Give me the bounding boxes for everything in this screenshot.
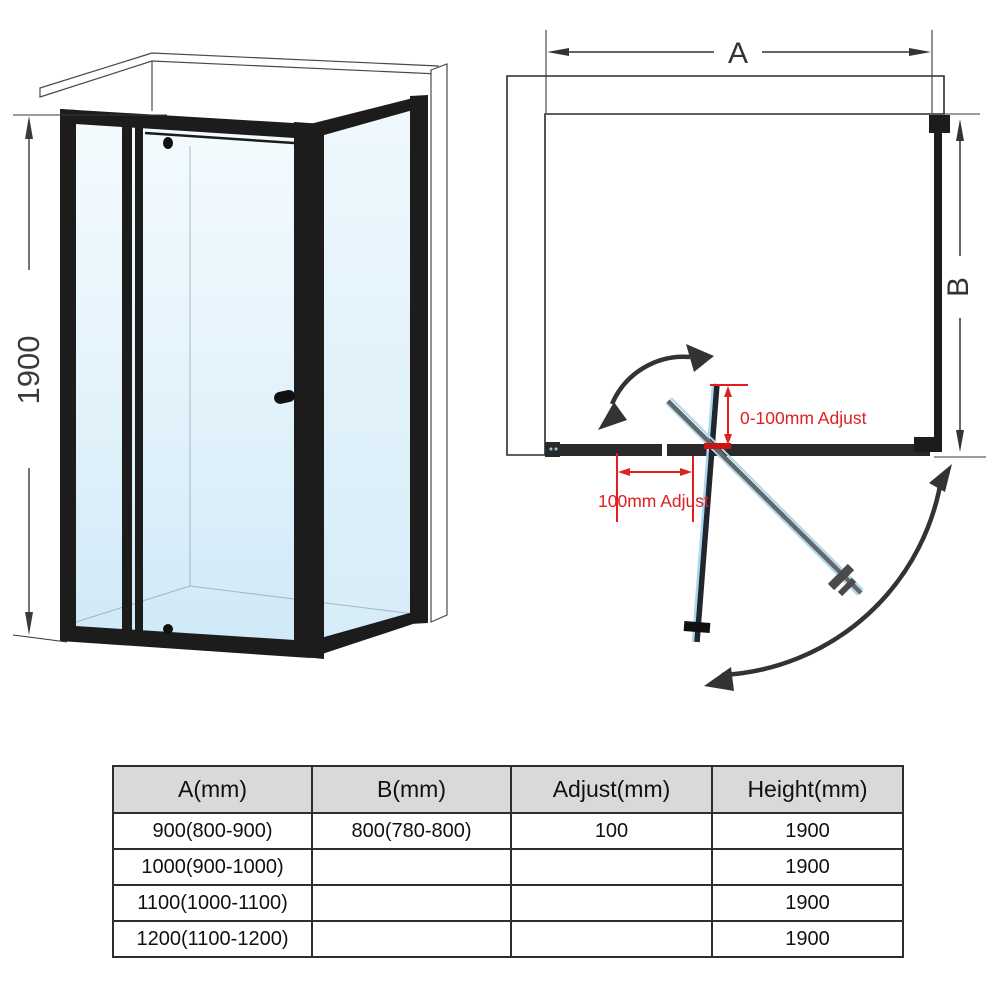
table-cell: 1900 (711, 848, 904, 886)
table-cell: 100 (510, 812, 713, 850)
large-arc-arrowhead-top (929, 464, 952, 492)
bottom-hinge-dot (163, 624, 173, 634)
table-cell (311, 920, 512, 958)
arrowhead-down (25, 612, 33, 635)
table-row: 1100(1000-1100) 1900 (112, 884, 904, 922)
hardware (163, 137, 295, 634)
pivot-red-bar (704, 443, 731, 449)
right-wall-band (430, 63, 448, 623)
width-dimension: A (547, 37, 931, 70)
table-row: 1200(1100-1200) 1900 (112, 920, 904, 958)
spec-table-header-row: A(mm) B(mm) Adjust(mm) Height(mm) (112, 765, 904, 814)
table-cell: 1900 (711, 812, 904, 850)
threshold-segment-left (545, 444, 662, 456)
header-adjust-mm: Adjust(mm) (510, 765, 713, 814)
frame (60, 95, 428, 659)
table-cell (311, 884, 512, 922)
table-cell (510, 920, 713, 958)
table-cell: 1100(1000-1100) (112, 884, 313, 922)
door-mid-swing-position (665, 397, 864, 597)
side-panel-bottom-bracket (914, 437, 935, 452)
arrowhead-left (547, 48, 569, 56)
arrowhead-right (909, 48, 931, 56)
depth-dimension: B (942, 119, 975, 452)
pivot-adjust-label: 0-100mm Adjust (740, 408, 867, 428)
header-height-mm: Height(mm) (711, 765, 904, 814)
table-cell: 1900 (711, 884, 904, 922)
small-swing-arc (609, 354, 691, 405)
header-a-mm: A(mm) (112, 765, 313, 814)
adjust-annotations: 0-100mm Adjust 100mm Adjust (598, 384, 867, 522)
door-handle-knob (274, 389, 295, 404)
wall-outline (39, 52, 448, 623)
large-arc-arrowhead-bottom (704, 667, 734, 691)
wall-adjust-label: 100mm Adjust (598, 491, 709, 511)
top-hinge-dot (163, 137, 173, 149)
arrowhead-up (25, 116, 33, 139)
front-glass-panel (70, 116, 308, 648)
side-panel-plan (914, 115, 950, 452)
door-mid-handle (827, 563, 855, 591)
arrowhead-up (956, 119, 964, 141)
table-cell: 900(800-900) (112, 812, 313, 850)
height-dimension: 1900 (11, 114, 167, 643)
door-stile (135, 114, 143, 637)
table-row: 900(800-900) 800(780-800) 100 1900 (112, 812, 904, 850)
table-cell: 1900 (711, 920, 904, 958)
side-glass-panel (308, 103, 419, 648)
corner-post (294, 122, 324, 659)
table-cell (510, 884, 713, 922)
return-top-rail (310, 98, 413, 139)
small-arc-arrowhead-sw (598, 402, 627, 430)
table-row: 1000(900-1000) 1900 (112, 848, 904, 886)
return-bottom-rail (310, 612, 413, 658)
wall-band (506, 75, 945, 456)
ceiling-slab (39, 52, 439, 98)
back-right-stile (410, 95, 428, 624)
threshold-segment-right (667, 444, 930, 456)
fixed-panel-stile (122, 113, 132, 636)
plan-view: A B (506, 30, 986, 691)
frame-left-stile (60, 109, 76, 641)
extension-tick-bottom (12, 634, 68, 643)
table-cell (311, 848, 512, 886)
perspective-view: 1900 (11, 52, 448, 659)
arrowhead-down (956, 430, 964, 452)
table-cell: 1000(900-1000) (112, 848, 313, 886)
door-open-handle (683, 621, 711, 633)
header-b-mm: B(mm) (311, 765, 512, 814)
extension-lines (545, 30, 986, 458)
width-dimension-label: A (728, 37, 748, 70)
side-panel-glass-line (934, 120, 942, 452)
table-cell (510, 848, 713, 886)
height-dimension-label: 1900 (11, 336, 46, 405)
side-panel-top-bracket (929, 115, 950, 133)
threshold-bar (545, 442, 930, 457)
spec-table: A(mm) B(mm) Adjust(mm) Height(mm) 900(80… (112, 765, 904, 958)
table-cell: 1200(1100-1200) (112, 920, 313, 958)
small-arc-arrowhead-ne (686, 344, 714, 372)
depth-dimension-label: B (942, 277, 975, 297)
table-cell: 800(780-800) (311, 812, 512, 850)
door-swing-arcs (598, 344, 952, 691)
door-open-position (683, 383, 720, 643)
large-swing-arc (721, 473, 945, 678)
